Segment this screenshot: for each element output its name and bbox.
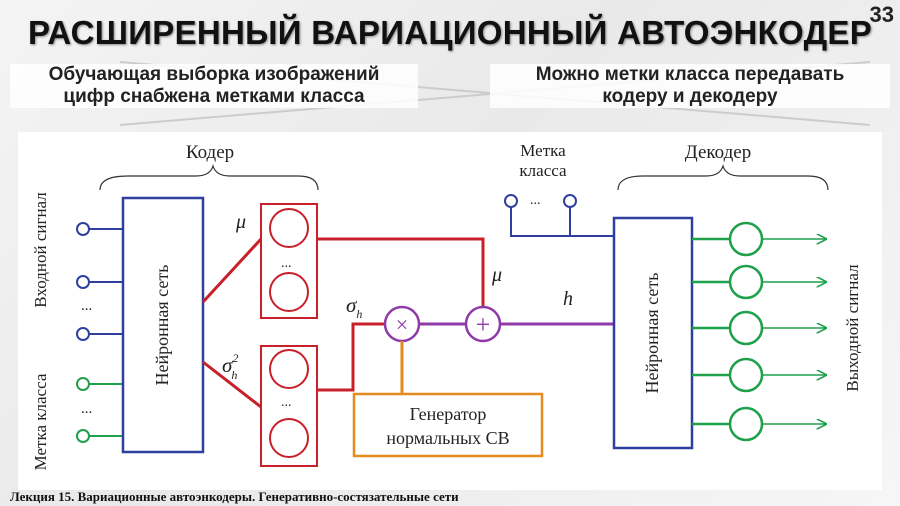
input-signal-label: Входной сигнал: [31, 192, 50, 308]
input-node: [76, 222, 90, 236]
sigma-h-label: σh: [346, 293, 362, 321]
slide-title: РАСШИРЕННЫЙ ВАРИАЦИОННЫЙ АВТОЭНКОДЕР: [27, 14, 873, 51]
encoder-network-box: [121, 196, 205, 454]
generator-box: [352, 392, 544, 458]
note-left-line-1: Обучающая выборка изображений: [48, 64, 380, 85]
encoder-network-label: Нейронная сеть: [152, 265, 172, 386]
class-node: [76, 377, 90, 391]
output-node: [728, 310, 764, 346]
class-node: [76, 429, 90, 443]
note-right-line-1: Можно метки класса передавать: [535, 64, 845, 85]
output-node: [728, 406, 764, 442]
sigma2-path: [317, 322, 384, 392]
mu-node: [269, 208, 309, 248]
generator-label-line-2: нормальных СВ: [386, 428, 509, 448]
footer: Лекция 15. Вариационные автоэнкодеры. Ге…: [10, 489, 459, 504]
decoder-class-nodes: ...: [504, 193, 614, 237]
decoder-class-node: [563, 194, 577, 208]
class-label-left: Метка класса: [31, 373, 50, 470]
sigma2-ellipsis: ...: [281, 395, 292, 410]
input-node: [76, 327, 90, 341]
decoder-class-ellipsis: ...: [530, 193, 541, 208]
note-left-line-2: цифр снабжена метками класса: [63, 86, 365, 107]
encoder-mu-link: [201, 237, 263, 304]
output-nodes: [692, 221, 826, 442]
output-signal-label: Выходной сигнал: [843, 264, 862, 392]
generator-label-line-1: Генератор: [410, 404, 487, 424]
mu-plus-label: μ: [491, 264, 502, 286]
output-node: [728, 357, 764, 393]
decoder-class-node: [504, 194, 518, 208]
mu-ellipsis: ...: [281, 256, 292, 271]
mu-node: [269, 272, 309, 312]
cvae-diagram: Кодер Входной сигнал Метка класса ... ..…: [18, 132, 882, 490]
encoder-label: Кодер: [186, 142, 234, 163]
output-node: [728, 221, 764, 257]
cvae-diagram-svg: Кодер Входной сигнал Метка класса ... ..…: [31, 141, 862, 470]
class-label-nodes: ...: [76, 377, 123, 443]
input-ellipsis: ...: [81, 298, 92, 314]
class-label-top-line-2: класса: [519, 161, 567, 180]
encoder-sigma-link: [202, 360, 262, 409]
class-ellipsis: ...: [81, 401, 92, 417]
plus-icon: +: [476, 310, 491, 339]
decoder-network-box: [612, 216, 694, 450]
input-node: [76, 275, 90, 289]
mu-label: μ: [235, 211, 246, 233]
note-right: Можно метки класса передавать кодеру и д…: [490, 64, 890, 108]
sigma2-node: [269, 418, 309, 458]
decoder-label: Декодер: [685, 142, 751, 163]
multiply-icon: ×: [396, 312, 408, 337]
decoder-brace: [617, 163, 829, 191]
slide-number: 33: [869, 2, 894, 27]
output-node: [728, 264, 764, 300]
input-signal-nodes: ...: [76, 222, 123, 341]
note-left: Обучающая выборка изображений цифр снабж…: [10, 64, 418, 108]
h-label: h: [563, 288, 573, 310]
sigma2-node: [269, 349, 309, 389]
mu-path: [317, 237, 485, 308]
class-label-top-line-1: Метка: [520, 141, 566, 160]
encoder-brace: [99, 163, 319, 191]
decoder-network-label: Нейронная сеть: [642, 273, 662, 394]
note-right-line-2: кодеру и декодеру: [602, 86, 778, 107]
